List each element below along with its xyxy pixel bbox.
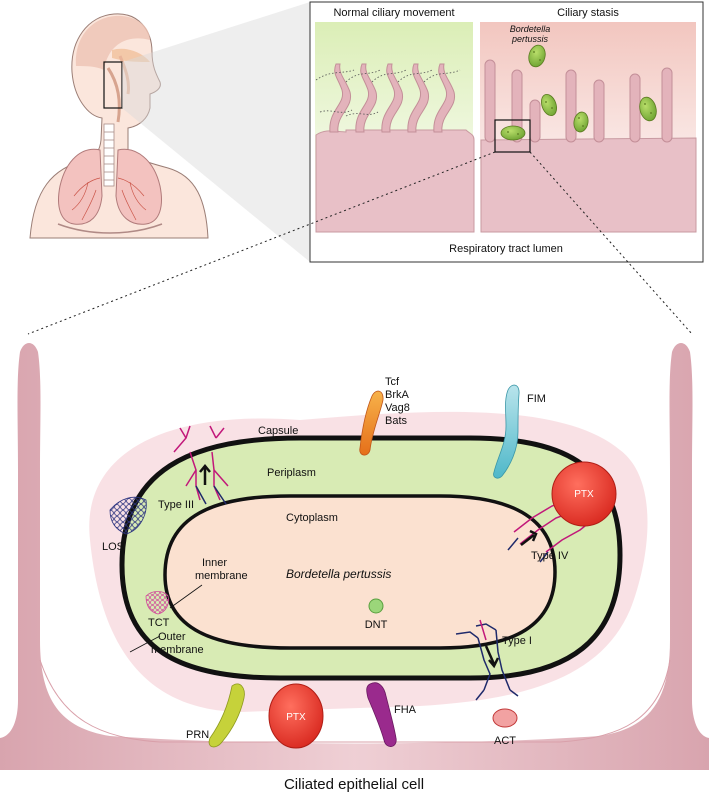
organism-label: Bordetella pertussis: [286, 567, 391, 581]
prn-label: PRN: [186, 729, 209, 741]
bacteria-cluster: [500, 44, 657, 141]
prn-pertactin: [208, 683, 245, 748]
cytoplasm-label: Cytoplasm: [286, 512, 338, 524]
ptx-top-label: PTX: [574, 489, 594, 500]
type-i-secretion-system: [455, 619, 519, 701]
fim-fimbriae: [493, 384, 520, 479]
adhesin-label-tcf: Tcf: [385, 376, 400, 388]
type-iv-label: Type IV: [531, 550, 569, 562]
fim-label: FIM: [527, 393, 546, 405]
throat-zoom-box: [103, 61, 123, 109]
bacterium-zoom-box: [494, 119, 531, 153]
fha-hemagglutinin: [366, 682, 397, 747]
outer-membrane-label-2: membrane: [151, 644, 204, 656]
adhesin-label-vag8: Vag8: [385, 402, 410, 414]
bacterium-body: [119, 435, 623, 681]
inner-membrane-label-1: Inner: [202, 557, 227, 569]
zoom-line-left: [27, 151, 496, 335]
inner-membrane-leader: [169, 584, 203, 609]
ciliary-inset: Normal ciliary movement Ciliary stasis B…: [309, 1, 704, 263]
inner-membrane: [163, 494, 557, 650]
inset-bacterium-label-2: pertussis: [511, 34, 549, 44]
inner-membrane-label-2: membrane: [195, 570, 248, 582]
los-cluster: [109, 496, 147, 535]
normal-cilia: [329, 63, 456, 133]
ciliated-epithelial-cell-label: Ciliated epithelial cell: [284, 776, 424, 793]
act-label: ACT: [494, 735, 516, 747]
inset-bacterium-label-1: Bordetella: [510, 24, 551, 34]
dnt-label: DNT: [365, 619, 388, 631]
periplasm-label: Periplasm: [267, 467, 316, 479]
bacteria-dots: [507, 51, 652, 135]
ptx-toxin-top: [551, 461, 617, 527]
outer-membrane-leader: [129, 635, 161, 653]
capsule-label: Capsule: [258, 425, 298, 437]
epithelium-normal: [315, 129, 475, 233]
normal-ciliary-title: Normal ciliary movement: [333, 7, 454, 19]
cilia-motion-trail: [315, 69, 461, 117]
lumen-label: Respiratory tract lumen: [449, 243, 563, 255]
ptx-bottom-label: PTX: [286, 712, 306, 723]
act-toxin: [492, 708, 518, 728]
adhesin-label-brka: BrkA: [385, 389, 410, 401]
ptx-toxin-bottom: [268, 683, 324, 749]
fha-label: FHA: [394, 704, 417, 716]
tct-cluster: [145, 591, 169, 615]
type-i-label: Type I: [502, 635, 532, 647]
type-iii-label: Type III: [158, 499, 194, 511]
epithelium-stasis: [480, 137, 697, 233]
ciliary-stasis-title: Ciliary stasis: [557, 7, 619, 19]
tct-label: TCT: [148, 617, 170, 629]
dnt-toxin: [368, 598, 384, 614]
human-figure: [29, 13, 209, 239]
zoom-line-right: [529, 151, 693, 335]
autotransporter-adhesin: [359, 390, 384, 456]
zoom-funnel: [122, 2, 310, 262]
los-label: LOS: [102, 541, 124, 553]
adhesin-label-bats: Bats: [385, 415, 408, 427]
outer-membrane-label-1: Outer: [158, 631, 186, 643]
epithelial-cell: [0, 343, 709, 770]
type-iii-secretion-system: [173, 425, 229, 505]
